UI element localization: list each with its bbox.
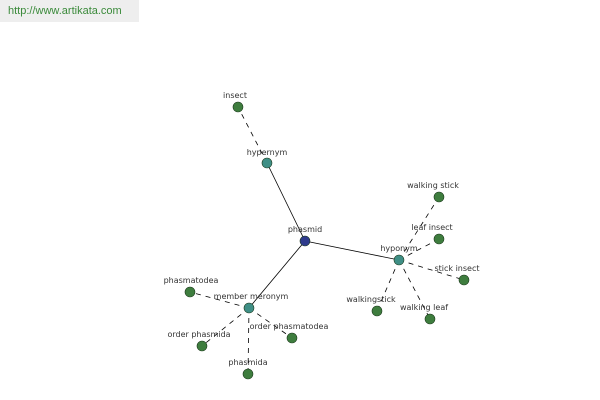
edge-member-meronym-phasmatodea: [189, 291, 250, 309]
node-marker-hyponym[interactable]: [393, 254, 405, 266]
node-marker-member-meronym[interactable]: [243, 302, 255, 314]
node-label-phasmatodea: phasmatodea: [164, 276, 219, 285]
edge-hypernym-insect: [237, 106, 268, 164]
node-label-leaf-insect: leaf insect: [411, 223, 452, 232]
node-marker-phasmida[interactable]: [242, 368, 254, 380]
node-label-walking-stick: walking stick: [407, 181, 459, 190]
node-label-insect: insect: [223, 91, 247, 100]
nodes-layer: phasmid hypernym hyponym member meronym inse…: [164, 91, 480, 380]
edge-member-meronym-order-phasmida: [201, 307, 250, 347]
edge-phasmid-hypernym: [266, 162, 306, 242]
node-label-member-meronym: member meronym: [214, 292, 289, 301]
node-order-phasmida[interactable]: order phasmida: [167, 330, 231, 352]
node-marker-order-phasmatodea[interactable]: [286, 332, 298, 344]
node-label-walkingstick: walkingstick: [346, 295, 396, 304]
node-label-walking-leaf: walking leaf: [400, 303, 448, 312]
node-insect[interactable]: insect: [223, 91, 247, 113]
edge-phasmid-member-meronym: [248, 240, 306, 309]
url-watermark[interactable]: http://www.artikata.com: [8, 5, 122, 17]
node-walkingstick[interactable]: walkingstick: [346, 295, 396, 317]
node-hyponym[interactable]: hyponym: [380, 244, 418, 266]
node-order-phasmatodea[interactable]: order phasmatodea: [250, 322, 329, 344]
node-label-phasmid: phasmid: [288, 225, 322, 234]
node-label-order-phasmatodea: order phasmatodea: [250, 322, 329, 331]
edge-hyponym-stick-insect: [398, 259, 465, 281]
edge-hyponym-leaf-insect: [398, 238, 440, 261]
node-marker-walkingstick[interactable]: [371, 305, 383, 317]
edge-member-meronym-order-phasmatodea: [248, 307, 293, 339]
node-marker-insect[interactable]: [232, 101, 244, 113]
node-walking-leaf[interactable]: walking leaf: [400, 303, 448, 325]
node-leaf-insect[interactable]: leaf insect: [411, 223, 453, 245]
node-label-order-phasmida: order phasmida: [167, 330, 230, 339]
node-label-stick-insect: stick insect: [434, 264, 479, 273]
node-hypernym[interactable]: hypernym: [247, 148, 288, 169]
node-label-hypernym: hypernym: [247, 148, 288, 157]
edge-hyponym-walking-stick: [398, 196, 440, 261]
edges-layer: [189, 106, 465, 375]
node-label-phasmida: phasmida: [228, 358, 267, 367]
node-phasmatodea[interactable]: phasmatodea: [164, 276, 219, 298]
node-marker-walking-stick[interactable]: [433, 191, 445, 203]
node-label-hyponym: hyponym: [380, 244, 418, 253]
node-walking-stick[interactable]: walking stick: [407, 181, 459, 203]
node-marker-walking-leaf[interactable]: [424, 313, 436, 325]
node-stick-insect[interactable]: stick insect: [434, 264, 480, 286]
node-phasmida[interactable]: phasmida: [228, 358, 268, 380]
node-marker-order-phasmida[interactable]: [196, 340, 208, 352]
node-marker-hypernym[interactable]: [261, 157, 273, 169]
node-marker-leaf-insect[interactable]: [433, 233, 445, 245]
node-member-meronym[interactable]: member meronym: [214, 292, 289, 314]
node-marker-phasmid[interactable]: [299, 235, 311, 247]
node-marker-phasmatodea[interactable]: [184, 286, 196, 298]
edge-phasmid-hyponym: [304, 240, 400, 261]
url-watermark-bar: http://www.artikata.com: [0, 0, 139, 22]
edge-member-meronym-phasmida: [247, 307, 250, 375]
node-marker-stick-insect[interactable]: [458, 274, 470, 286]
edge-hyponym-walking-leaf: [398, 259, 431, 320]
node-phasmid[interactable]: phasmid: [288, 225, 322, 247]
